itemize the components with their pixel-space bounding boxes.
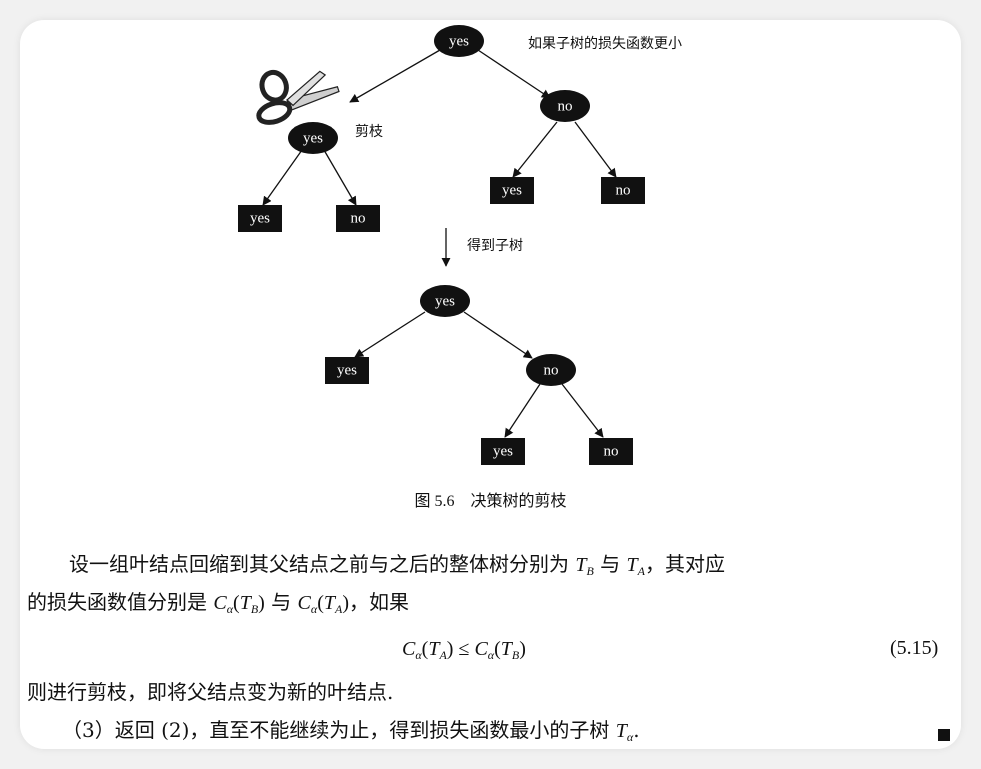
math-sub-alpha: α: [310, 602, 318, 616]
math-sub-alpha: α: [487, 648, 495, 662]
text-p2-b: 与: [264, 590, 298, 614]
math-sub-b: B: [250, 602, 259, 616]
node-right-no-label: no: [558, 98, 573, 114]
math-c: C: [297, 592, 311, 614]
math-sub-a: A: [335, 602, 343, 616]
math-sub-alpha: α: [226, 602, 234, 616]
math-TB: TB: [575, 554, 594, 578]
math-lparen: (: [233, 592, 240, 614]
text-p4-b: .: [633, 718, 640, 742]
math-t: T: [626, 554, 638, 576]
math-rparen: ): [342, 592, 350, 614]
text-p4-a: （3）返回 (2)，直至不能继续为止，得到损失函数最小的子树: [62, 718, 616, 742]
node-right-no: [540, 90, 590, 122]
bottom-leaf-no-2: [589, 438, 633, 465]
node-root-bottom: [420, 285, 470, 317]
leaf-yes-2-label: yes: [502, 182, 522, 198]
math-sub-alpha: α: [626, 730, 634, 744]
bottom-tree-edges: [354, 311, 604, 438]
math-t: T: [323, 592, 335, 614]
label-result: 得到子树: [467, 238, 523, 254]
bottom-leaf-yes-2: [481, 438, 525, 465]
node-root-top-label: yes: [449, 33, 469, 49]
math-lparen: (: [317, 592, 324, 614]
bottom-leaf-no-2-label: no: [604, 443, 619, 459]
math-t: T: [239, 592, 251, 614]
paragraph-line-4: （3）返回 (2)，直至不能继续为止，得到损失函数最小的子树 Tα.: [62, 712, 640, 755]
math-C-TB: Cα(TB): [213, 592, 265, 616]
math-c: C: [474, 638, 488, 660]
math-c: C: [402, 638, 416, 660]
math-C-TA: Cα(TA): [297, 592, 350, 616]
bottom-leaf-yes-label: yes: [337, 362, 357, 378]
end-of-section-mark: [938, 729, 950, 741]
leaf-yes-1: [238, 205, 282, 232]
math-t: T: [428, 638, 440, 660]
node-bottom-no: [526, 354, 576, 386]
top-tree-edges: [262, 49, 617, 206]
math-t: T: [615, 720, 627, 742]
math-sub-a: A: [637, 564, 646, 578]
text-p2-a: 的损失函数值分别是: [27, 590, 214, 614]
leaf-no-2: [601, 177, 645, 204]
page-card: [20, 20, 961, 749]
math-TA: TA: [626, 554, 646, 578]
bottom-leaf-yes-2-label: yes: [493, 443, 513, 459]
math-t: T: [575, 554, 587, 576]
math-rparen: ): [258, 592, 265, 614]
equation-5-15: Cα(TA) ≤ Cα(TB): [402, 630, 526, 673]
leaf-yes-1-label: yes: [250, 210, 270, 226]
leaf-no-2-label: no: [616, 182, 631, 198]
math-sub-b: B: [586, 564, 594, 578]
math-t: T: [500, 638, 512, 660]
leaf-no-1: [336, 205, 380, 232]
figure-caption: 图 5.6 决策树的剪枝: [0, 487, 981, 511]
scissors-icon: [256, 69, 340, 125]
decision-tree-diagram: yes yes yes no no yes no yes yes no yes …: [238, 25, 645, 465]
paragraph-line-3: 则进行剪枝，即将父结点变为新的叶结点.: [27, 680, 394, 704]
label-prune: 剪枝: [355, 124, 383, 140]
node-root-bottom-label: yes: [435, 293, 455, 309]
leaf-no-1-label: no: [351, 210, 366, 226]
leaf-yes-2: [490, 177, 534, 204]
math-leq: ≤: [453, 638, 475, 660]
figure-number: 图 5.6: [414, 493, 455, 510]
figure-title: 决策树的剪枝: [470, 491, 567, 510]
math-c: C: [213, 592, 227, 614]
math-lparen: (: [421, 638, 429, 660]
label-condition: 如果子树的损失函数更小: [528, 36, 682, 52]
bottom-leaf-yes: [325, 357, 369, 384]
math-lparen: (: [494, 638, 501, 660]
math-sub-b: B: [511, 648, 520, 662]
equation-number: (5.15): [890, 637, 939, 659]
text-p2-c: ，如果: [349, 590, 410, 614]
node-bottom-no-label: no: [544, 362, 559, 378]
node-pruned-yes-label: yes: [303, 130, 323, 146]
paragraph-line-2: 的损失函数值分别是 Cα(TB) 与 Cα(TA)，如果: [27, 584, 409, 627]
math-sub-a: A: [439, 648, 447, 662]
node-root-top: [434, 25, 484, 57]
text-p1-a: 设一组叶结点回缩到其父结点之前与之后的整体树分别为: [69, 552, 576, 576]
math-rparen: ): [446, 638, 454, 660]
text-p1-b: 与: [593, 552, 627, 576]
text-p1-c: ，其对应: [645, 552, 726, 576]
equation-expression: Cα(TA) ≤ Cα(TB): [402, 638, 526, 662]
math-sub-alpha: α: [415, 648, 422, 662]
math-T-alpha: Tα: [615, 720, 634, 744]
math-rparen: ): [519, 638, 526, 660]
paragraph-line-1: 设一组叶结点回缩到其父结点之前与之后的整体树分别为 TB 与 TA，其对应: [69, 546, 725, 589]
node-pruned-yes: [288, 122, 338, 154]
